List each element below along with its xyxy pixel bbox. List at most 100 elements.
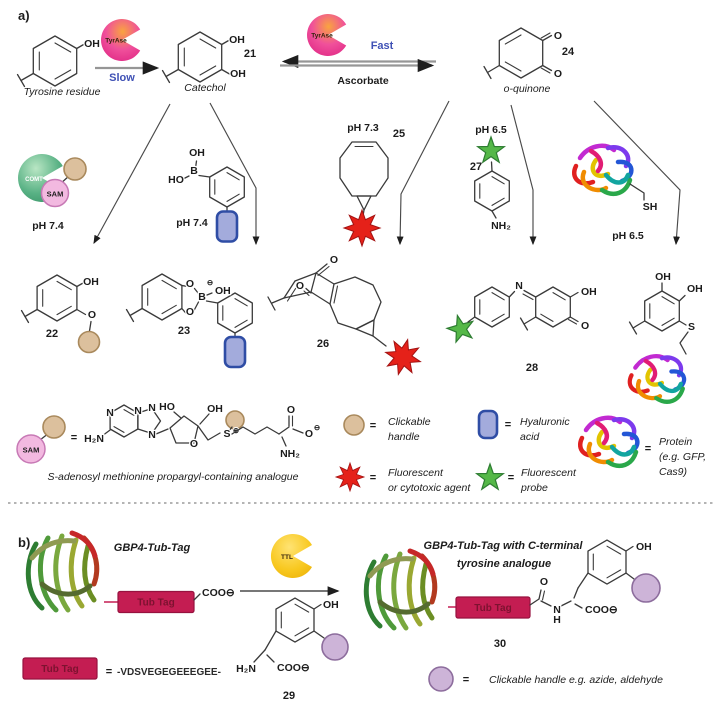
atom-oh: OH bbox=[215, 285, 231, 297]
atom-o: O bbox=[88, 309, 96, 321]
sam-analogue-definition: SAM = H₂N N N N N O HO OH S ⊕ O O ⊖ NH₂ bbox=[16, 400, 322, 483]
product-22-structure: OH O 22 bbox=[20, 274, 101, 354]
compound-30-number: 30 bbox=[494, 638, 506, 650]
comt-label: COMT bbox=[25, 177, 43, 183]
atom-oh: OH bbox=[655, 271, 671, 283]
tyrase-label: TyrAse bbox=[311, 33, 333, 40]
coo-group: COO⊖ bbox=[277, 662, 310, 674]
atom-s: S bbox=[688, 321, 695, 333]
aniline-reagent: pH 6.5 27 NH₂ bbox=[470, 124, 513, 233]
tyrosine-residue-structure: OH Tyrosine residue bbox=[16, 35, 101, 98]
atom-oh: OH bbox=[84, 38, 100, 50]
ph-label: pH 6.5 bbox=[475, 124, 507, 136]
legend-text: Protein bbox=[659, 436, 692, 448]
fluorescent-probe-icon bbox=[476, 463, 504, 490]
clickable-handle-legend: = Clickable handle e.g. azide, aldehyde bbox=[428, 666, 663, 692]
sam-label: SAM bbox=[47, 190, 64, 199]
legend-item-clickable-handle: = Clickable handle bbox=[343, 414, 431, 443]
compound-24-number: 24 bbox=[562, 46, 575, 58]
tub-tag-box bbox=[455, 596, 531, 619]
atom-o: O bbox=[186, 306, 194, 318]
atom-nh2: NH₂ bbox=[280, 448, 300, 460]
atom-n: N bbox=[148, 429, 156, 441]
equals-sign: = bbox=[463, 674, 469, 686]
tyrase-label: TyrAse bbox=[105, 38, 127, 45]
atom-nh2: NH₂ bbox=[491, 220, 511, 232]
clickable-handle-icon bbox=[631, 573, 661, 603]
gbp4-ribbon-icon bbox=[366, 551, 434, 628]
legend-text: probe bbox=[520, 482, 548, 494]
legend-text: Clickable handle e.g. azide, aldehyde bbox=[489, 674, 663, 686]
tub-tag-box bbox=[117, 590, 195, 614]
legend-item-protein: = Protein (e.g. GFP, Cas9) bbox=[580, 418, 706, 478]
panel-b: b) GBP4-Tub-Tag Tub Tag COO⊖ TTL OH H₂N … bbox=[18, 533, 663, 702]
atom-b: B bbox=[198, 291, 206, 303]
product-thiol-protein-structure: OH OH S bbox=[630, 270, 704, 402]
atom-oh: OH bbox=[687, 283, 703, 295]
atom-h2n: H₂N bbox=[236, 663, 256, 675]
clickable-handle-icon bbox=[225, 410, 245, 430]
ttl-label: TTL bbox=[281, 554, 293, 561]
atom-ho: HO bbox=[168, 174, 184, 186]
sam-analogue-caption: S-adenosyl methionine propargyl-containi… bbox=[47, 471, 298, 483]
protein-icon bbox=[580, 418, 637, 466]
gbp4-title: GBP4-Tub-Tag bbox=[114, 542, 191, 554]
legend-text: Cas9) bbox=[659, 466, 687, 478]
tub-tag-sequence: -VDSVEGEGEEEGEE- bbox=[117, 667, 221, 678]
atom-h: H bbox=[553, 614, 561, 626]
equilibrium-arrows: Fast Ascorbate bbox=[280, 40, 436, 87]
clickable-handle-icon bbox=[343, 414, 365, 436]
slow-arrow: Slow bbox=[95, 61, 160, 84]
product-23-structure: O O B ⊖ OH 23 bbox=[125, 273, 253, 369]
equals-sign: = bbox=[370, 420, 376, 432]
equals-sign: = bbox=[505, 419, 511, 431]
atom-s: S bbox=[223, 428, 230, 440]
negative-charge: ⊖ bbox=[314, 423, 321, 432]
legend-text: (e.g. GFP, bbox=[659, 451, 706, 463]
panel-a-tag: a) bbox=[18, 8, 30, 23]
legend-text: or cytotoxic agent bbox=[388, 482, 471, 494]
legend-item-hyaluronic-acid: = Hyaluronic acid bbox=[477, 409, 570, 443]
equals-sign: = bbox=[71, 432, 77, 444]
fluorescent-probe-icon bbox=[477, 136, 505, 163]
protein-icon bbox=[630, 356, 684, 402]
ph-label: pH 7.3 bbox=[347, 122, 379, 134]
equals-sign: = bbox=[370, 472, 376, 484]
atom-o: O bbox=[190, 438, 198, 450]
atom-oh: OH bbox=[83, 276, 99, 288]
atom-n: N bbox=[515, 280, 523, 292]
legend-text: Fluorescent bbox=[521, 467, 577, 479]
legend-text: Clickable bbox=[388, 416, 431, 428]
gbp4-tubtag-substrate: GBP4-Tub-Tag Tub Tag COO⊖ bbox=[28, 533, 236, 614]
tyrase-enzyme-icon-2: TyrAse bbox=[307, 14, 347, 57]
atom-sh: SH bbox=[643, 201, 658, 213]
atom-oh: OH bbox=[229, 34, 245, 46]
compound-29-structure: OH H₂N COO⊖ 29 bbox=[235, 597, 349, 702]
legend-text: Fluorescent bbox=[388, 467, 444, 479]
legend-item-fluorescent-agent: = Fluorescent or cytotoxic agent bbox=[335, 462, 471, 494]
negative-charge: ⊖ bbox=[207, 278, 214, 287]
equals-sign: = bbox=[106, 666, 112, 678]
atom-o: O bbox=[554, 68, 562, 80]
ph-label: pH 7.4 bbox=[32, 220, 64, 232]
compound-23-number: 23 bbox=[178, 325, 190, 337]
atom-o: O bbox=[554, 30, 562, 42]
oquinone-structure: O O 24 o-quinone bbox=[483, 27, 575, 95]
compound-26-number: 26 bbox=[317, 338, 329, 350]
fluorescent-agent-icon bbox=[343, 209, 381, 247]
tyrase-enzyme-icon: TyrAse bbox=[101, 19, 141, 62]
atom-n: N bbox=[553, 604, 561, 616]
hyaluronic-acid-icon bbox=[477, 409, 499, 440]
fluorescent-agent-icon bbox=[380, 334, 426, 380]
atom-o: O bbox=[296, 280, 304, 292]
atom-o: O bbox=[540, 576, 548, 588]
compound-28-number: 28 bbox=[526, 362, 538, 374]
clickable-handle-icon bbox=[321, 633, 349, 661]
comt-sam-reagent: COMT SAM pH 7.4 bbox=[18, 153, 87, 232]
compound-25-number: 25 bbox=[393, 128, 405, 140]
coo-group: COO⊖ bbox=[585, 604, 618, 616]
ttl-enzyme-icon: TTL bbox=[270, 534, 312, 579]
atom-o: O bbox=[287, 404, 295, 416]
